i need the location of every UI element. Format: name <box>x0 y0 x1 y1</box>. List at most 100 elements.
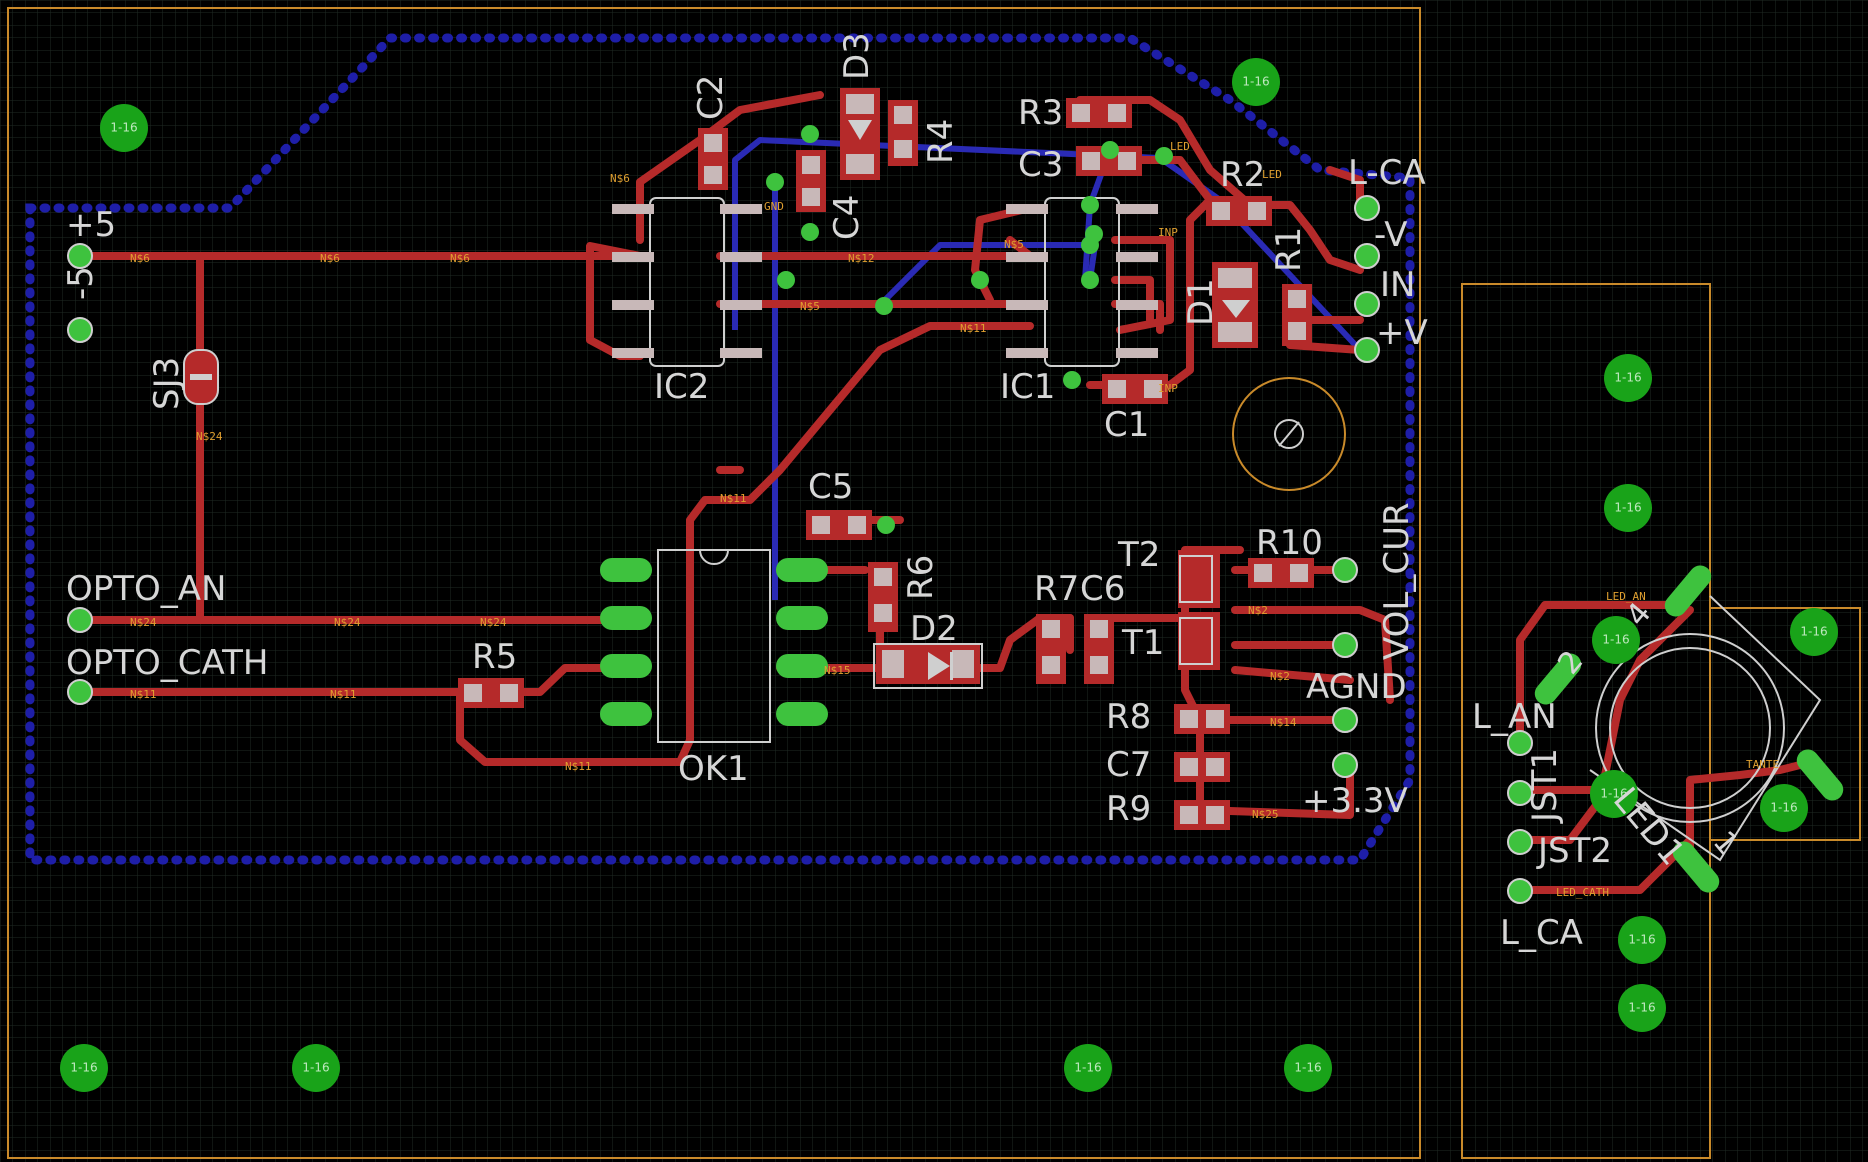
ic2-body <box>649 197 725 367</box>
ic-pads <box>612 204 1158 358</box>
svg-text:1-16: 1-16 <box>1628 1001 1655 1015</box>
smd-passives <box>183 88 1314 830</box>
label-r1: R1 <box>1269 227 1309 272</box>
svg-text:1-16: 1-16 <box>110 121 137 135</box>
net-label: N$6 <box>130 252 150 265</box>
mounting-hole: 1-16 <box>1618 984 1666 1032</box>
designators[interactable]: +5 -5 SJ3 OPTO_AN OPTO_CATH R5 OK1 IC2 I… <box>61 32 1745 953</box>
label-c4: C4 <box>827 195 867 240</box>
label-c6: C6 <box>1080 569 1125 609</box>
net-label: GND <box>764 200 784 213</box>
net-label: N$25 <box>1252 808 1279 821</box>
net-label: N$6 <box>610 172 630 185</box>
label-opto-cath: OPTO_CATH <box>66 643 269 683</box>
mount-outline <box>1232 377 1346 491</box>
label-d3: D3 <box>837 32 877 80</box>
mounting-hole: 1-16 <box>1604 354 1652 402</box>
net-label: N$11 <box>130 688 157 701</box>
led-ring-outline <box>1595 633 1785 823</box>
svg-text:1-16: 1-16 <box>1602 633 1629 647</box>
mounting-hole: 1-16 <box>1064 1044 1112 1092</box>
mounting-hole: 1-16 <box>1790 608 1838 656</box>
svg-text:1-16: 1-16 <box>1800 625 1827 639</box>
connector-pads <box>67 195 1533 904</box>
label-r2: R2 <box>1220 155 1265 195</box>
label-r8: R8 <box>1106 697 1151 737</box>
mounting-holes[interactable]: 1-16 1-16 1-16 1-16 1-16 1-16 1-16 1-16 … <box>60 58 1838 1092</box>
label-r4: R4 <box>921 119 961 164</box>
mounting-hole: 1-16 <box>1284 1044 1332 1092</box>
ic1-body <box>1044 197 1120 367</box>
label-ok1: OK1 <box>678 749 749 789</box>
label-t2: T2 <box>1117 535 1160 575</box>
label-c1: C1 <box>1104 405 1149 445</box>
svg-text:1-16: 1-16 <box>70 1061 97 1075</box>
net-label: TANTE <box>1746 758 1779 771</box>
label-plus5: +5 <box>66 205 116 245</box>
label-jst2: JST2 <box>1536 831 1612 871</box>
net-label: N$2 <box>1270 670 1290 683</box>
net-label: N$24 <box>130 616 157 629</box>
svg-text:1-16: 1-16 <box>1770 801 1797 815</box>
label-d2: D2 <box>910 609 958 649</box>
ground-pour-outline <box>25 33 1415 865</box>
net-label: LED_AN <box>1606 590 1646 603</box>
svg-text:1-16: 1-16 <box>1600 787 1627 801</box>
net-label: N$5 <box>800 300 820 313</box>
ic-outlines <box>649 197 1822 862</box>
mounting-hole: 1-16 <box>1590 770 1638 818</box>
label-r10: R10 <box>1256 523 1323 563</box>
svg-text:1-16: 1-16 <box>1614 371 1641 385</box>
mounting-hole: 1-16 <box>60 1044 108 1092</box>
net-label: N$11 <box>565 760 592 773</box>
net-label: INP <box>1158 382 1178 395</box>
net-label: N$6 <box>450 252 470 265</box>
label-r3: R3 <box>1018 93 1063 133</box>
mounting-hole: 1-16 <box>1618 916 1666 964</box>
label-opto-an: OPTO_AN <box>66 569 227 609</box>
label-r9: R9 <box>1106 789 1151 829</box>
mounting-hole: 1-16 <box>292 1044 340 1092</box>
net-label: N$15 <box>824 664 851 677</box>
label-ic2: IC2 <box>654 367 709 407</box>
mounting-hole: 1-16 <box>1592 616 1640 664</box>
mounting-hole: 1-16 <box>100 104 148 152</box>
label-ic1: IC1 <box>1000 367 1055 407</box>
net-label: INP <box>1158 226 1178 239</box>
net-label: N$24 <box>480 616 507 629</box>
net-label: N$5 <box>1004 238 1024 251</box>
net-label: N$6 <box>320 252 340 265</box>
svg-text:1-16: 1-16 <box>1242 75 1269 89</box>
label-in: IN <box>1380 265 1415 305</box>
net-label: LED <box>1170 140 1190 153</box>
label-jst1: JST1 <box>1525 748 1565 824</box>
led-tab-outline <box>1710 607 1861 841</box>
ok1-body <box>657 549 771 743</box>
label-t1: T1 <box>1121 623 1164 663</box>
net-label: N$24 <box>334 616 361 629</box>
label-c7: C7 <box>1106 745 1151 785</box>
net-label: N$11 <box>960 322 987 335</box>
label-sj3: SJ3 <box>147 357 187 410</box>
net-label: N$2 <box>1248 604 1268 617</box>
label-r7: R7 <box>1034 569 1079 609</box>
net-label: LED <box>1262 168 1282 181</box>
vias <box>766 125 1173 534</box>
mounting-hole: 1-16 <box>1760 784 1808 832</box>
label-3v3: +3.3V <box>1302 781 1408 821</box>
net-label: LED_CATH <box>1556 886 1609 899</box>
svg-text:1-16: 1-16 <box>1628 933 1655 947</box>
net-labels: N$6 N$6 N$6 N$6 N$24 N$24 N$24 N$24 N$11… <box>130 140 1779 899</box>
label-l-ca2: L_CA <box>1500 913 1583 953</box>
label-minus-v: -V <box>1374 215 1408 255</box>
label-r5: R5 <box>472 637 517 677</box>
label-minus5: -5 <box>61 266 101 300</box>
svg-text:1-16: 1-16 <box>1074 1061 1101 1075</box>
net-label: N$14 <box>1270 716 1297 729</box>
label-plus-v: +V <box>1376 313 1428 353</box>
svg-text:1-16: 1-16 <box>1294 1061 1321 1075</box>
net-label: N$11 <box>720 492 747 505</box>
ok1-pads <box>600 558 828 726</box>
